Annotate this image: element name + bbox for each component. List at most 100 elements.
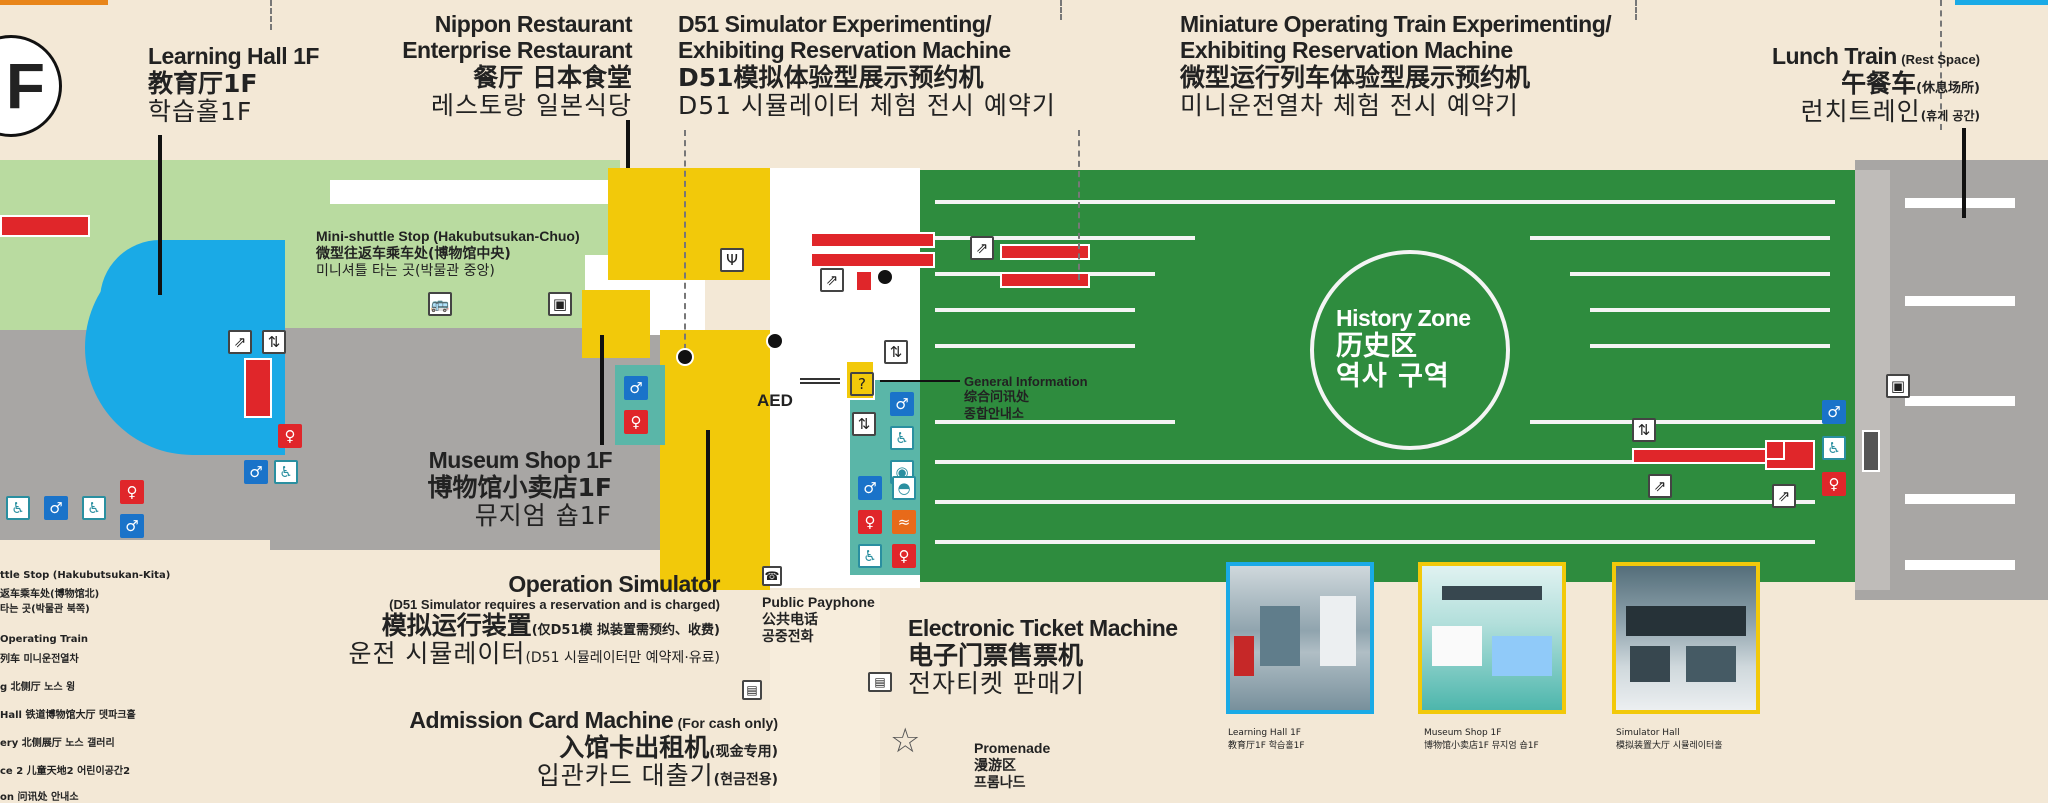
- museum-shop-en: Museum Shop 1F: [428, 447, 613, 473]
- rail: [935, 308, 1135, 312]
- stairs-icon: ⇗: [970, 236, 994, 260]
- rail: [1590, 308, 1830, 312]
- mini-shuttle-cn: 微型往返车乘车处(博物馆中央): [316, 245, 511, 262]
- information-icon: ?: [850, 372, 874, 396]
- restaurant-en1: Nippon Restaurant: [434, 11, 633, 37]
- history-zone-kr: 역사 구역: [1336, 360, 1450, 392]
- pin-operation-sim: [706, 430, 710, 580]
- legend-line: ery 北侧展厅 노스 갤러리: [0, 738, 115, 749]
- admission-kr-note: (현금전용): [713, 771, 778, 788]
- d51-kr: D51 시뮬레이터 체험 전시 예약기: [678, 90, 1056, 120]
- label-history-zone: History Zone 历史区 역사 구역: [1336, 305, 1471, 392]
- train-marker: [855, 270, 873, 292]
- ticket-machine-cn: 电子门票售票机: [908, 640, 1084, 670]
- mens-restroom-icon: ♂: [44, 496, 68, 520]
- accessible-restroom-icon: ♿: [6, 496, 30, 520]
- shuttle-icon: 🚌: [428, 292, 452, 316]
- lunch-kr-note: (휴게 공간): [1920, 108, 1980, 123]
- promenade-kr: 프롬나드: [974, 775, 1026, 791]
- miniature-en2: Exhibiting Reservation Machine: [1180, 36, 1513, 63]
- bench: [1905, 198, 2015, 208]
- pin-restaurant: [626, 120, 630, 168]
- legend-line: 返车乘车处(博物馆北): [0, 589, 100, 600]
- miniature-cn: 微型运行列车体验型展示预约机: [1180, 62, 1531, 92]
- white-path: [330, 180, 610, 204]
- womens-restroom-icon: ♀: [1822, 472, 1846, 496]
- photo-simulator-hall-caption: Simulator Hall 模拟装置大厅 시뮬레이터홀: [1616, 728, 1723, 751]
- mini-shuttle-kr: 미니셔틀 타는 곳(박물관 중앙): [316, 263, 495, 279]
- marker-miniature-reservation: [876, 268, 894, 286]
- train-marker: [1632, 448, 1772, 464]
- ticket-vending-icon: ▤: [868, 672, 892, 692]
- label-learning-hall: Learning Hall 1F 教育厅1F 학습홀1F: [148, 43, 319, 126]
- caption-line: Learning Hall 1F: [1228, 728, 1301, 738]
- marker-aed: [766, 332, 784, 350]
- smoking-area-icon: ≈: [892, 510, 916, 534]
- ticket-vending-icon: ▤: [742, 680, 762, 700]
- rail: [1590, 344, 1830, 348]
- lunch-en: Lunch Train: [1771, 43, 1897, 69]
- legend-line: ttle Stop (Hakubutsukan-Kita): [0, 570, 171, 581]
- admission-kr: 입관카드 대출기: [536, 760, 714, 790]
- turntable: [1310, 250, 1510, 450]
- operation-sim-kr: 운전 시뮬레이터: [348, 639, 526, 669]
- label-museum-shop: Museum Shop 1F 博物馆小卖店1F 뮤지엄 숍1F: [380, 447, 613, 530]
- rail: [935, 500, 1815, 504]
- operation-sim-cn-note: (仅D51模 拟装置需预约、收费): [531, 623, 720, 639]
- accessible-restroom-icon: ♿: [858, 544, 882, 568]
- label-lunch-train: Lunch Train (Rest Space) 午餐车(休息场所) 런치트레인…: [1700, 43, 1980, 126]
- train-marker: [1765, 440, 1785, 460]
- general-info-kr: 종합안내소: [964, 406, 1024, 422]
- label-ticket-machine: Electronic Ticket Machine 电子门票售票机 전자티켓 판…: [908, 615, 1178, 698]
- label-mini-shuttle: Mini-shuttle Stop (Hakubutsukan-Chuo) 微型…: [316, 228, 580, 281]
- bench: [1905, 396, 2015, 406]
- womens-restroom-icon: ♀: [892, 544, 916, 568]
- leader-lunch: [1940, 0, 1942, 130]
- accessible-restroom-icon: ♿: [274, 460, 298, 484]
- mens-restroom-icon: ♂: [858, 476, 882, 500]
- leader-miniature: [1078, 130, 1080, 280]
- area-light-green-upper: [0, 160, 610, 260]
- payphone-en: Public Payphone: [762, 594, 875, 610]
- caption-line: 模拟装置大厅 시뮬레이터홀: [1616, 741, 1723, 751]
- bench: [1905, 296, 2015, 306]
- elevator-icon: ⇅: [884, 340, 908, 364]
- legend-line: 列车 미니운전열차: [0, 654, 79, 665]
- caption-line: Museum Shop 1F: [1424, 728, 1502, 738]
- history-zone-en: History Zone: [1336, 305, 1471, 331]
- accessible-restroom-icon: ♿: [1822, 436, 1846, 460]
- restaurant-kr: 레스토랑 일본식당: [431, 90, 632, 120]
- rail: [935, 236, 1195, 240]
- learning-hall-kr: 학습홀1F: [148, 96, 253, 126]
- nursing-room-icon: ◓: [892, 476, 916, 500]
- operation-sim-en: Operation Simulator: [508, 571, 720, 597]
- marker-d51-reservation: [676, 348, 694, 366]
- stairs-icon: ⇗: [228, 330, 252, 354]
- lunch-cn-note: (休息场所): [1916, 80, 1980, 96]
- top-blue-tab: [1955, 0, 2048, 5]
- photo-learning-hall-caption: Learning Hall 1F 教育厅1F 학습홀1F: [1228, 728, 1305, 751]
- admission-en: Admission Card Machine: [409, 707, 674, 733]
- elevator-icon: ⇅: [262, 330, 286, 354]
- photo-learning-hall: [1226, 562, 1374, 714]
- train-marker: [244, 358, 272, 418]
- legend-line: ce 2 儿童天地2 어린이공간2: [0, 766, 131, 777]
- top-orange-tab: [0, 0, 108, 5]
- rail: [1530, 420, 1830, 424]
- accessible-restroom-icon: ♿: [82, 496, 106, 520]
- area-learning-hall-top: [100, 240, 280, 300]
- label-payphone: Public Payphone 公共电话 공중전화: [762, 594, 875, 647]
- promenade-cn: 漫游区: [974, 757, 1016, 774]
- caption-line: 教育厅1F 학습홀1F: [1228, 741, 1305, 751]
- promenade-en: Promenade: [974, 740, 1051, 756]
- floor-badge: F: [0, 35, 62, 137]
- miniature-en1: Miniature Operating Train Experimenting/: [1180, 11, 1612, 37]
- mens-restroom-icon: ♂: [1822, 400, 1846, 424]
- d51-en2: Exhibiting Reservation Machine: [678, 36, 1011, 63]
- floor-letter: F: [5, 50, 45, 122]
- learning-hall-en: Learning Hall 1F: [148, 43, 319, 69]
- d51-en1: D51 Simulator Experimenting/: [678, 11, 992, 37]
- payphone-cn: 公共电话: [762, 611, 818, 628]
- legend-line: on 问讯处 안내소: [0, 792, 79, 803]
- right-machine: [1862, 430, 1880, 472]
